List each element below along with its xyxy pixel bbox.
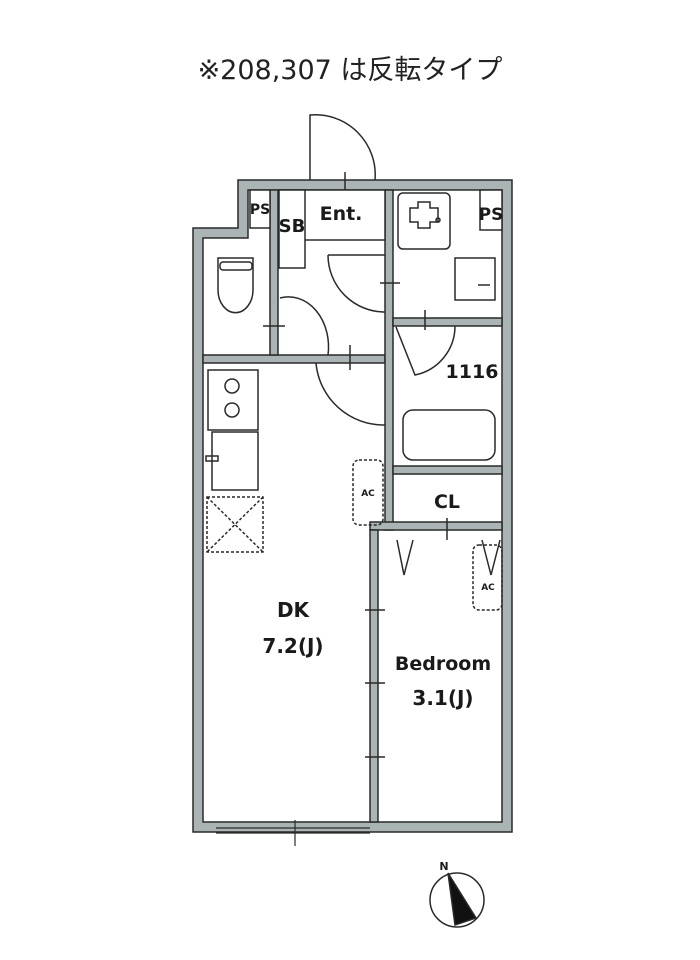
closet-door-right[interactable] bbox=[481, 539, 501, 576]
bedroom-size-label: 3.1(J) bbox=[412, 686, 473, 710]
north-arrow-icon bbox=[429, 872, 485, 928]
dk-door[interactable] bbox=[315, 362, 386, 426]
sb-label: SB bbox=[279, 216, 306, 237]
ps-left-box bbox=[249, 189, 271, 229]
ent-label: Ent. bbox=[320, 203, 363, 225]
washroom-door[interactable] bbox=[327, 254, 386, 313]
plan-note: ※208,307 は反転タイプ bbox=[197, 55, 503, 86]
washing-machine bbox=[397, 192, 451, 250]
ps-left-label: PS bbox=[250, 202, 270, 218]
ps-right-label: PS bbox=[479, 205, 504, 225]
ac-dk-label: AC bbox=[361, 489, 375, 499]
dk-size-label: 7.2(J) bbox=[262, 634, 323, 658]
fridge-space bbox=[206, 496, 264, 553]
wash-basin bbox=[454, 257, 496, 301]
ps-right-box bbox=[479, 189, 503, 231]
unit-number-label: 1116 bbox=[446, 361, 499, 383]
closet-door-left[interactable] bbox=[396, 539, 414, 576]
entrance-door[interactable] bbox=[309, 114, 376, 181]
dk-name-label: DK bbox=[277, 598, 311, 622]
ac-unit-bedroom bbox=[472, 544, 503, 611]
walls bbox=[192, 179, 513, 833]
closet-label: CL bbox=[434, 491, 460, 513]
bath-door[interactable] bbox=[395, 325, 456, 376]
bathtub bbox=[402, 409, 496, 461]
bedroom-name-label: Bedroom bbox=[395, 653, 491, 675]
stove bbox=[207, 369, 259, 431]
ac-bedroom-label: AC bbox=[481, 583, 495, 593]
compass-north-label: N bbox=[439, 860, 448, 873]
toilet-door[interactable] bbox=[279, 296, 330, 356]
window bbox=[216, 820, 370, 846]
shoe-box bbox=[278, 189, 306, 269]
kitchen-sink bbox=[211, 431, 259, 491]
toilet bbox=[217, 257, 254, 314]
